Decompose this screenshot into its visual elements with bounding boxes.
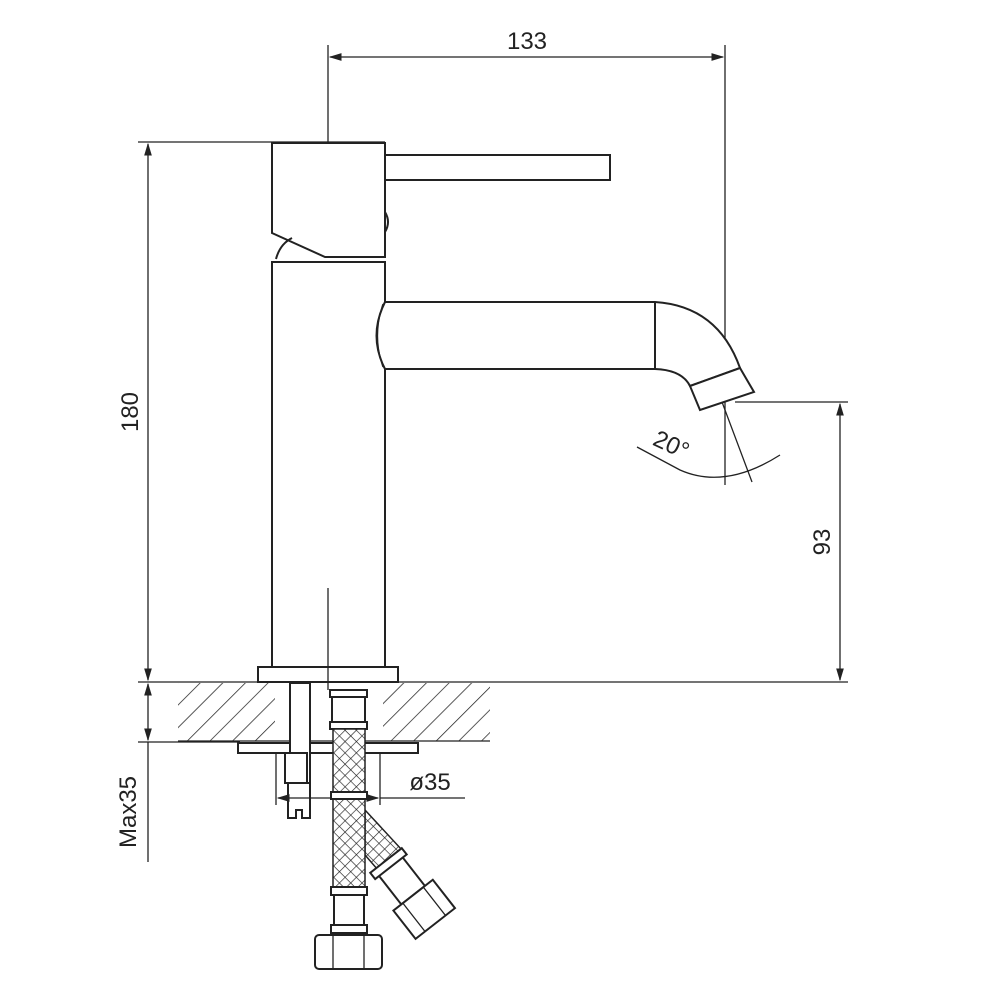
max-thickness-label: Max35 [115,776,142,848]
diameter-label: ø35 [409,769,450,796]
handle-cap [271,142,386,258]
straight-hose-nut [314,934,383,970]
spout-height-dimension: 93 [735,401,848,682]
angled-hose-nut [391,878,457,941]
reach-dimension: 133 [327,28,726,485]
faucet-body: 20° [257,142,781,690]
mounting-plate [237,742,419,754]
spout [375,301,742,388]
height-label: 180 [117,392,144,432]
aerator [688,366,756,412]
supply-hoses [314,728,457,970]
reach-label: 133 [507,28,547,55]
straight-hose [332,728,366,890]
spout-height-label: 93 [809,529,836,556]
counter-thickness-dimension: Max35 [115,682,240,862]
lever-handle [384,154,611,181]
countertop-section [178,683,490,754]
hole-diameter-dimension: ø35 [275,753,465,805]
angle-label: 20° [649,425,693,465]
